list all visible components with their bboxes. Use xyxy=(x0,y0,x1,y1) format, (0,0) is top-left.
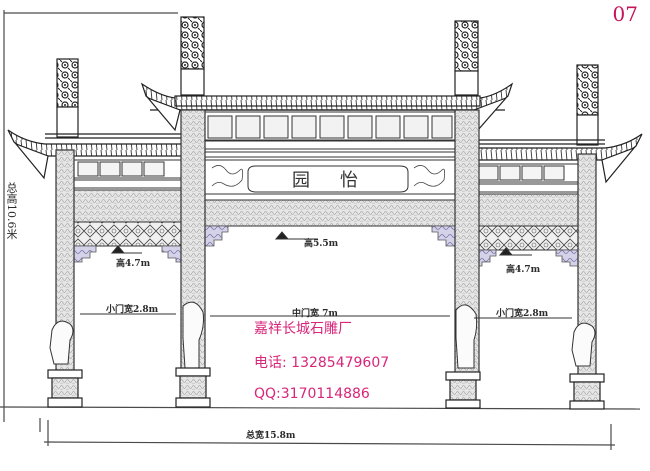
center-gate-height-label: 高5.5m xyxy=(304,239,339,249)
left-gate-width-label: 小门宽2.8m xyxy=(106,305,159,315)
right-gate-width-label: 小门宽2.8m xyxy=(496,309,549,319)
plaque-character-1: 园 xyxy=(292,170,310,191)
left-gate-height-label: 高4.7m xyxy=(116,259,151,269)
company-qq: QQ:3170114886 xyxy=(254,386,370,402)
right-gate-height-label: 高4.7m xyxy=(506,265,541,275)
center-gate-width-label: 中门宽 7m xyxy=(292,309,338,319)
total-height-label: 总高10.6米 xyxy=(5,182,18,240)
page-number: 07 xyxy=(612,2,638,26)
total-width-label: 总宽15.8m xyxy=(246,431,296,441)
company-name: 嘉祥长城石雕厂 xyxy=(254,321,352,337)
plaque-character-2: 怡 xyxy=(340,170,358,191)
company-phone: 电话: 13285479607 xyxy=(254,355,390,371)
